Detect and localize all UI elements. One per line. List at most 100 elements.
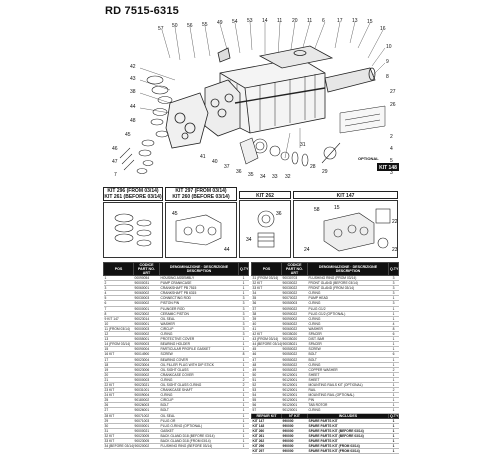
cell-description: CRANKCASE COVER [159,372,239,378]
callout-40: 40 [212,159,218,165]
callout-8: 8 [386,74,389,80]
cell-qty: 3 [388,280,399,287]
cell-description: PLUG G1/2 (OPTIONAL) [307,311,389,317]
cell-description: BOLT [307,357,389,363]
cell-description: BEARING HOLDER [159,341,239,348]
cell-qty: 3 [238,331,249,338]
callout-43: 43 [130,76,136,82]
cell-qty: 2 [388,367,399,373]
cell-description: O-RING [307,321,389,327]
cell-description: OIL SEAL [159,316,239,322]
cell-pos: 32 KIT [251,280,282,287]
kit-147-header: KIT 147 [293,191,398,199]
cell-qty: 3 [388,290,399,297]
cell-code: 90030022 [281,285,308,292]
repair-kit-header-cell: Q.TY [388,412,399,419]
cell-description: HOUSING ASSEMBLY [159,275,239,282]
column-header-code: CODICE PART NO. ART [133,262,160,276]
cell-code: 90031001 [133,387,160,394]
cell-qty: 1 [388,382,399,389]
callout-57: 57 [158,26,164,32]
cell-qty: 3 [388,300,399,307]
cell-code: 90000002 [133,331,160,338]
cell-code: 90090004 [133,346,160,353]
cell-description: FRONT GLAND (FROM 03/14) [307,285,389,292]
cell-code: 90009004 [133,392,160,399]
cell-qty: 6 [388,331,399,338]
cell-qty: 1 [238,357,249,363]
cell-code: 90020002 [133,443,160,450]
exploded-pump-diagram: 57 50 56 55 49 54 53 14 11 20 11 6 17 13… [112,18,396,180]
callout-35: 35 [248,172,254,178]
cell-description: DIST. BAR [307,336,389,343]
callout-5: 5 [390,158,393,164]
cell-code: 90050022 [281,367,308,373]
cell-qty: 6 [388,351,399,358]
cell-description: WASHER [159,321,239,327]
cell-code: 90050003 [281,300,308,307]
cell-pos: 42 KIT [251,331,282,338]
cell-code: 90050022 [281,351,308,358]
cell-qty: 2 [238,377,249,383]
cell-pos: 10 [103,321,134,327]
cell-description: FLUSHING RING (BEFORE 03/14) [159,443,239,450]
cell-description: CRANKSHAFT PB 7515 [159,285,239,292]
kit-262-header: KIT 262 [239,191,291,199]
parts-table-right: POS CODICE PART NO. ART DENOMINAZIONE · … [251,262,399,454]
callout-42: 42 [130,64,136,70]
cell-qty: 1 [388,372,399,378]
callout-48: 48 [130,118,136,124]
column-header-description: DENOMINAZIONE · DESCRIZIONE DESCRIPTION [159,262,239,276]
column-header-pos: POS [251,262,282,276]
cell-pos: 3 [103,285,134,292]
cell-code: 90030022 [281,280,308,287]
cell-description: MOUNTING RAIL (OPTIONAL) [307,392,389,399]
cell-qty: 8 [238,351,249,358]
cell-pos: 39 [251,316,282,322]
callout-20: 20 [292,18,298,24]
kit-297-drawing: 45 44 [172,211,230,253]
cell-description: SPACER [307,331,389,338]
cell-description: PISTON PIN [159,300,239,307]
cell-qty: 1 [238,387,249,394]
kit-147-callout-23: 23 [392,247,398,253]
kit-262-drawing: 36 34 [246,210,282,248]
kit-297-illustration: 45 44 [165,202,237,258]
kit-147-drawing: 58 15 22 23 24 [304,205,398,253]
cell-qty: 1 [238,346,249,353]
cell-pos: 4 [103,290,134,297]
cell-qty: 1 [388,377,399,383]
cell-pos: 40 [251,321,282,327]
cell-code: 90023021 [133,382,160,389]
cell-description: SPACER [307,341,389,348]
cell-qty: 1 [238,336,249,343]
cell-description: CONNECTING ROD [159,295,239,302]
cell-description: O-RING [159,331,239,338]
cell-pos: 2 [103,280,134,287]
cell-qty: 3 [238,321,249,327]
callout-31: 31 [300,142,306,148]
cell-code: 90000003 [133,326,160,333]
cell-pos: 34 [251,290,282,297]
cell-description: SPARE PARTS KIT (FROM 03/14) [307,448,389,454]
cell-description: O-RING [159,377,239,383]
callout-33: 33 [272,174,278,180]
cell-qty: 1 [388,362,399,368]
page-title: RD 7515-6315 [105,5,179,17]
cell-description: PUMP HEAD [307,295,389,302]
kit-148-label: KIT 148 [377,163,399,171]
cell-code: 90050022 [281,346,308,353]
